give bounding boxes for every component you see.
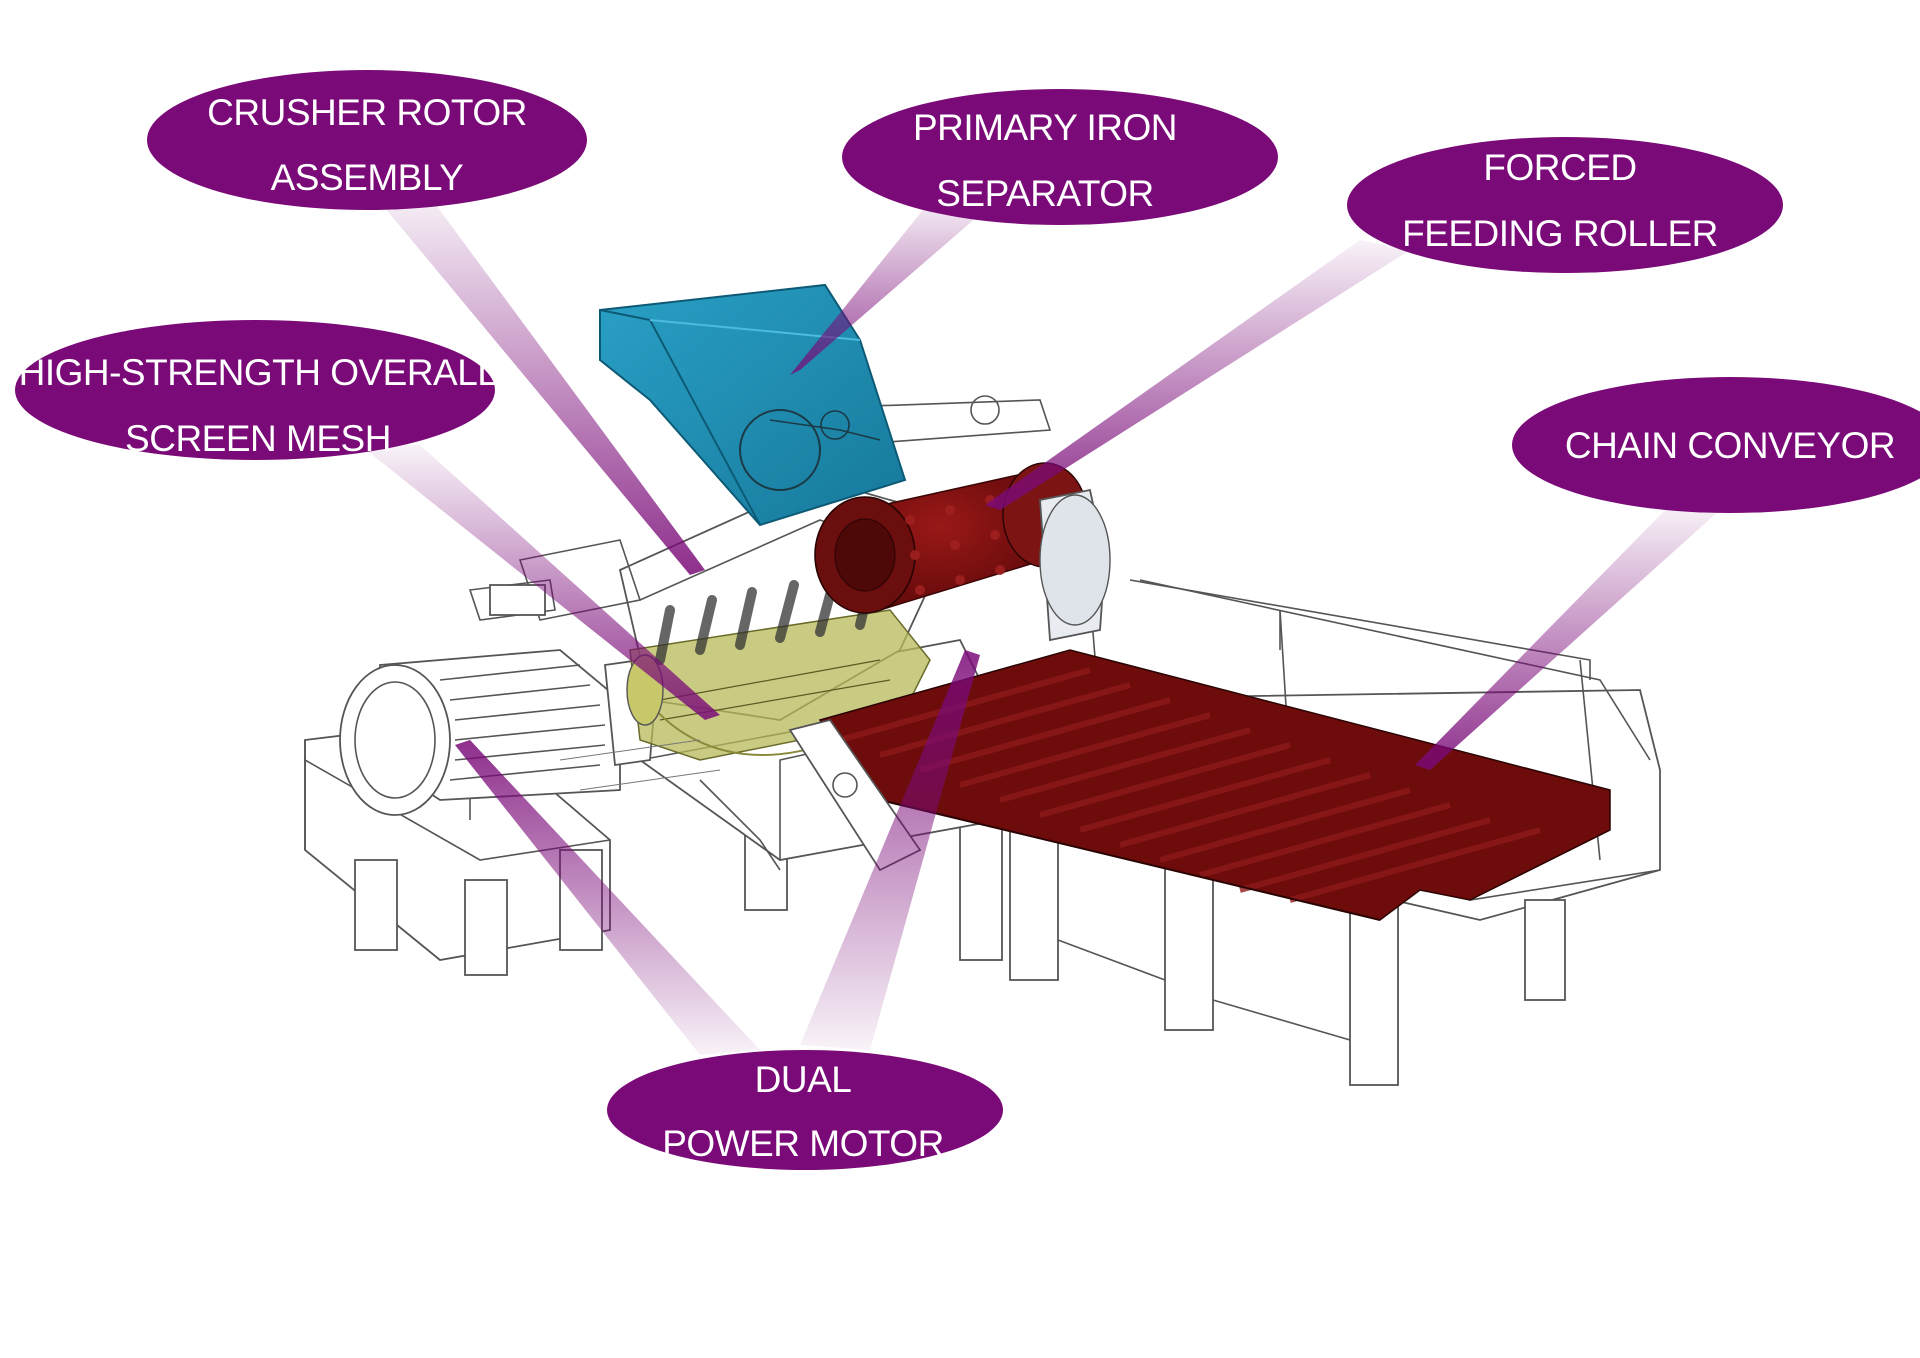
callout-power-motor: DUAL POWER MOTOR: [607, 1050, 1003, 1170]
callout-iron-separator-line1: PRIMARY IRON: [913, 107, 1177, 148]
beam-iron-separator: [790, 195, 985, 375]
callout-screen-mesh: HIGH-STRENGTH OVERALL SCREEN MESH: [15, 320, 498, 460]
callout-feeding-roller: FORCED FEEDING ROLLER: [1347, 137, 1783, 273]
callout-power-motor-line2: POWER MOTOR: [662, 1123, 944, 1164]
callout-iron-separator: PRIMARY IRON SEPARATOR: [842, 89, 1278, 225]
beam-crusher-rotor: [370, 190, 705, 575]
beam-screen-mesh: [360, 445, 720, 720]
callout-chain-conveyor: CHAIN CONVEYOR: [1512, 377, 1920, 513]
callout-screen-mesh-line2: SCREEN MESH: [125, 418, 391, 459]
callout-crusher-rotor: CRUSHER ROTOR ASSEMBLY: [147, 70, 587, 210]
callout-iron-separator-line2: SEPARATOR: [936, 173, 1154, 214]
callout-beams: [360, 190, 1720, 1055]
callout-crusher-rotor-line2: ASSEMBLY: [271, 157, 464, 198]
iron-separator-hood: [599, 283, 907, 527]
callout-screen-mesh-line1: HIGH-STRENGTH OVERALL: [19, 352, 498, 393]
machine-details: [559, 718, 922, 872]
beam-motor-left: [455, 740, 760, 1055]
callout-chain-conveyor-line1: CHAIN CONVEYOR: [1565, 425, 1895, 466]
callout-power-motor-line1: DUAL: [755, 1059, 852, 1100]
feeding-roller: [814, 462, 1111, 642]
callout-crusher-rotor-line1: CRUSHER ROTOR: [207, 92, 527, 133]
callout-feeding-roller-line1: FORCED: [1483, 147, 1636, 188]
beam-chain-conveyor: [1415, 505, 1720, 770]
callout-feeding-roller-line2: FEEDING ROLLER: [1402, 213, 1718, 254]
beam-feeding-roller: [985, 240, 1410, 510]
beam-motor-right: [800, 650, 980, 1050]
